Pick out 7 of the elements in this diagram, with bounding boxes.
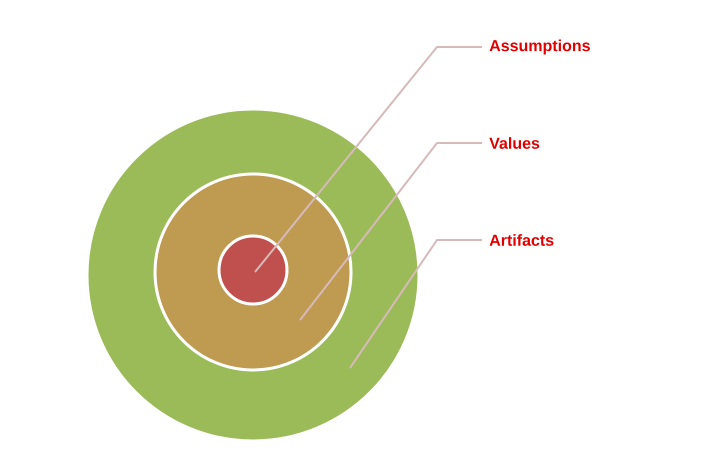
layer-label: Artifacts [490, 234, 554, 246]
leader-line [349, 238, 482, 369]
layer-label: Values [489, 137, 540, 149]
leader-line [254, 46, 482, 273]
ring-circle [218, 234, 288, 306]
layer-label: Assumptions [490, 40, 590, 54]
leader-line [299, 142, 482, 321]
